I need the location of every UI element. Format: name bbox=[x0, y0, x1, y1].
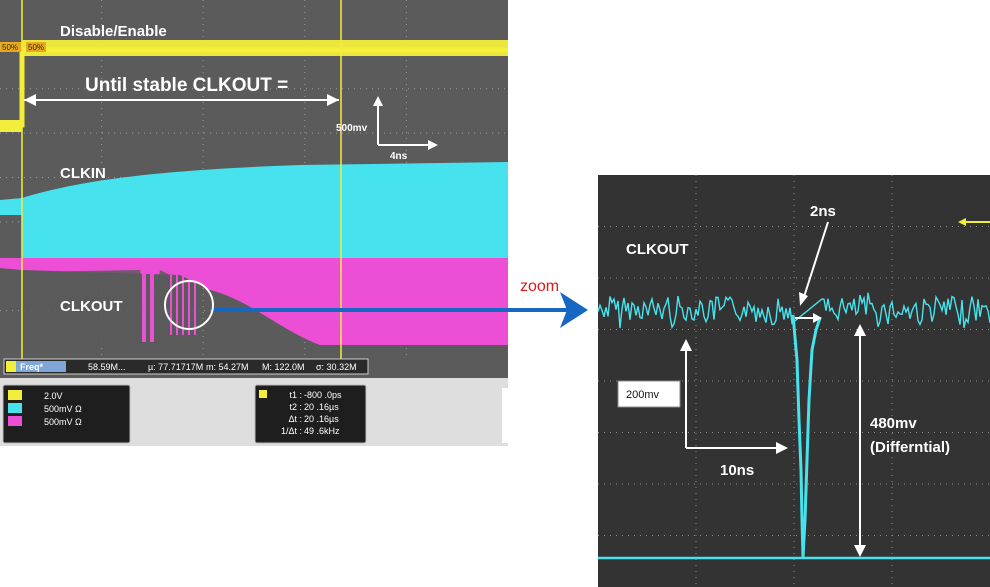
trigger-markers: 50% 50% bbox=[0, 42, 46, 52]
measurement-bar: Freq* 58.59M... µ: 77.71717M m: 54.27M M… bbox=[3, 358, 369, 375]
channel-settings-panel: 2.0V 500mV Ω 500mV Ω bbox=[2, 384, 131, 444]
scope-info-edge bbox=[502, 388, 508, 443]
measurement-value-4: M: 122.0M bbox=[262, 362, 305, 372]
amplitude-sub-label: (Differntial) bbox=[870, 439, 950, 456]
cursor-t2-label: t2 : bbox=[289, 402, 302, 412]
cursor-readout-panel: t1 : -800 .0ps t2 : 20 .16µs Δt : 20 .16… bbox=[254, 384, 367, 444]
zoom-arrow-head bbox=[560, 292, 588, 328]
channel-2-scale: 500mV Ω bbox=[44, 404, 82, 414]
cursor-delta-label: Δt : bbox=[288, 414, 302, 424]
cursor-freq-label: 1/Δt : bbox=[281, 426, 302, 436]
left-scope: 50% 50% Disable/Enable Until stable CLKO… bbox=[0, 0, 508, 446]
disable-enable-high-band bbox=[22, 40, 508, 56]
measurement-value-2: µ: 77.71717M bbox=[148, 362, 203, 372]
cursor-t2-value: 20 .16µs bbox=[304, 402, 339, 412]
channel-1-scale: 2.0V bbox=[44, 391, 63, 401]
two-hundred-mv-box bbox=[617, 380, 681, 408]
channel-1-swatch bbox=[8, 390, 22, 400]
two-ns-label: 2ns bbox=[810, 203, 836, 220]
until-stable-label: Until stable CLKOUT = bbox=[85, 75, 288, 96]
cursor-delta-value: 20 .16µs bbox=[304, 414, 339, 424]
amplitude-label: 480mv bbox=[870, 415, 917, 432]
clkout-envelope bbox=[0, 258, 508, 345]
measurement-value-3: m: 54.27M bbox=[206, 362, 249, 372]
disable-enable-low-band bbox=[0, 120, 22, 132]
measurement-value-1: 58.59M... bbox=[88, 362, 126, 372]
two-hundred-mv-label: 200mv bbox=[626, 389, 660, 401]
channel-3-scale: 500mV Ω bbox=[44, 417, 82, 427]
clkout-label: CLKOUT bbox=[60, 298, 123, 315]
ten-ns-label: 10ns bbox=[720, 462, 754, 479]
clkout-startup-pulses bbox=[142, 262, 196, 342]
stable-time-arrow bbox=[24, 94, 339, 106]
measurement-value-5: σ: 30.32M bbox=[316, 362, 357, 372]
clkout-gap bbox=[22, 270, 200, 345]
amplitude-arrow bbox=[854, 324, 866, 557]
scale-indicator: 500mv 4ns bbox=[336, 96, 438, 162]
cursor-t1-label: t1 : bbox=[289, 390, 302, 400]
trigger-marker-1 bbox=[0, 42, 22, 52]
cursor-freq-value: 49 .6kHz bbox=[304, 426, 340, 436]
trigger-marker-1-label: 50% bbox=[2, 43, 18, 52]
cursor-t1-value: -800 .0ps bbox=[304, 390, 342, 400]
zoom-scale-indicator bbox=[680, 339, 788, 454]
zoom-connector: zoom bbox=[214, 278, 588, 328]
channel-2-swatch bbox=[8, 403, 22, 413]
scale-time-label: 4ns bbox=[390, 151, 408, 162]
zoom-region-circle bbox=[164, 280, 214, 330]
clkout-zoom-trace bbox=[597, 292, 990, 330]
disable-enable-label: Disable/Enable bbox=[60, 23, 167, 40]
trigger-marker-2 bbox=[26, 42, 46, 52]
measurement-label: Freq* bbox=[20, 362, 44, 372]
clkin-label: CLKIN bbox=[60, 165, 106, 182]
two-ns-arrow bbox=[795, 221, 829, 323]
clkin-envelope bbox=[0, 162, 508, 258]
right-clkout-label: CLKOUT bbox=[626, 241, 689, 258]
channel-3-swatch bbox=[8, 416, 22, 426]
clkout-dip bbox=[791, 314, 822, 558]
zoom-label: zoom bbox=[520, 278, 559, 295]
right-trigger-marker bbox=[958, 218, 966, 226]
trigger-marker-2-label: 50% bbox=[28, 43, 44, 52]
right-scope: CLKOUT 2ns 200mv 10ns 480mv (Differntial… bbox=[597, 175, 990, 587]
scale-voltage-label: 500mv bbox=[336, 123, 368, 134]
